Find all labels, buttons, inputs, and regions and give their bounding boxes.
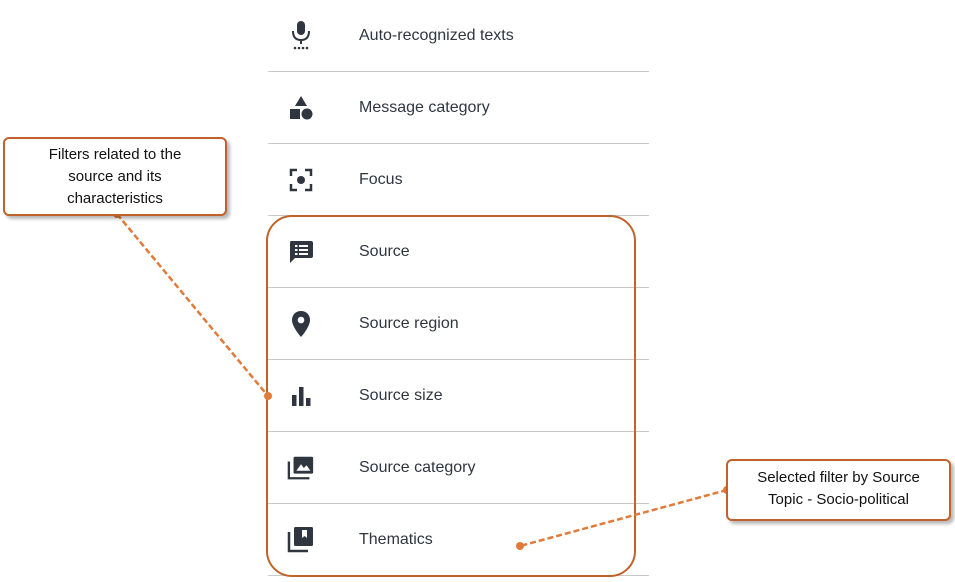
list-message-icon [287, 238, 315, 266]
filter-item-source-region[interactable]: Source region [268, 288, 649, 360]
filter-label: Source size [359, 386, 443, 404]
filter-item-source[interactable]: Source [268, 216, 649, 288]
filter-label: Focus [359, 170, 403, 188]
callout-line: source and its [68, 168, 162, 185]
filter-item-source-category[interactable]: Source category [268, 432, 649, 504]
callout-line: characteristics [67, 190, 163, 207]
filter-label: Source category [359, 458, 476, 476]
callout-selected-filter: Selected filter by Source Topic - Socio-… [726, 459, 951, 521]
filter-item-focus[interactable]: Focus [268, 144, 649, 216]
bookmark-library-icon [287, 526, 315, 554]
shapes-icon [287, 94, 315, 122]
filter-list: Auto-recognized texts Message category [268, 0, 649, 576]
photo-library-icon [287, 454, 315, 482]
focus-icon [287, 166, 315, 194]
microphone-icon [287, 20, 315, 50]
connector-line-source-group [116, 213, 269, 397]
callout-line: Filters related to the [48, 146, 182, 163]
callout-source-filters: Filters related to the source and its ch… [3, 137, 227, 216]
filter-label: Source region [359, 314, 459, 332]
filter-item-auto-recognized-texts[interactable]: Auto-recognized texts [268, 0, 649, 72]
filter-label: Source [359, 242, 410, 260]
filter-label: Thematics [359, 530, 433, 548]
filter-item-source-size[interactable]: Source size [268, 360, 649, 432]
callout-line: Topic - Socio-political [768, 491, 909, 508]
bar-chart-icon [287, 382, 315, 410]
filter-label: Auto-recognized texts [359, 26, 514, 44]
location-pin-icon [287, 310, 315, 338]
filter-item-message-category[interactable]: Message category [268, 72, 649, 144]
filter-item-thematics[interactable]: Thematics [268, 504, 649, 576]
callout-line: Selected filter by Source [757, 469, 920, 486]
filter-label: Message category [359, 98, 490, 116]
